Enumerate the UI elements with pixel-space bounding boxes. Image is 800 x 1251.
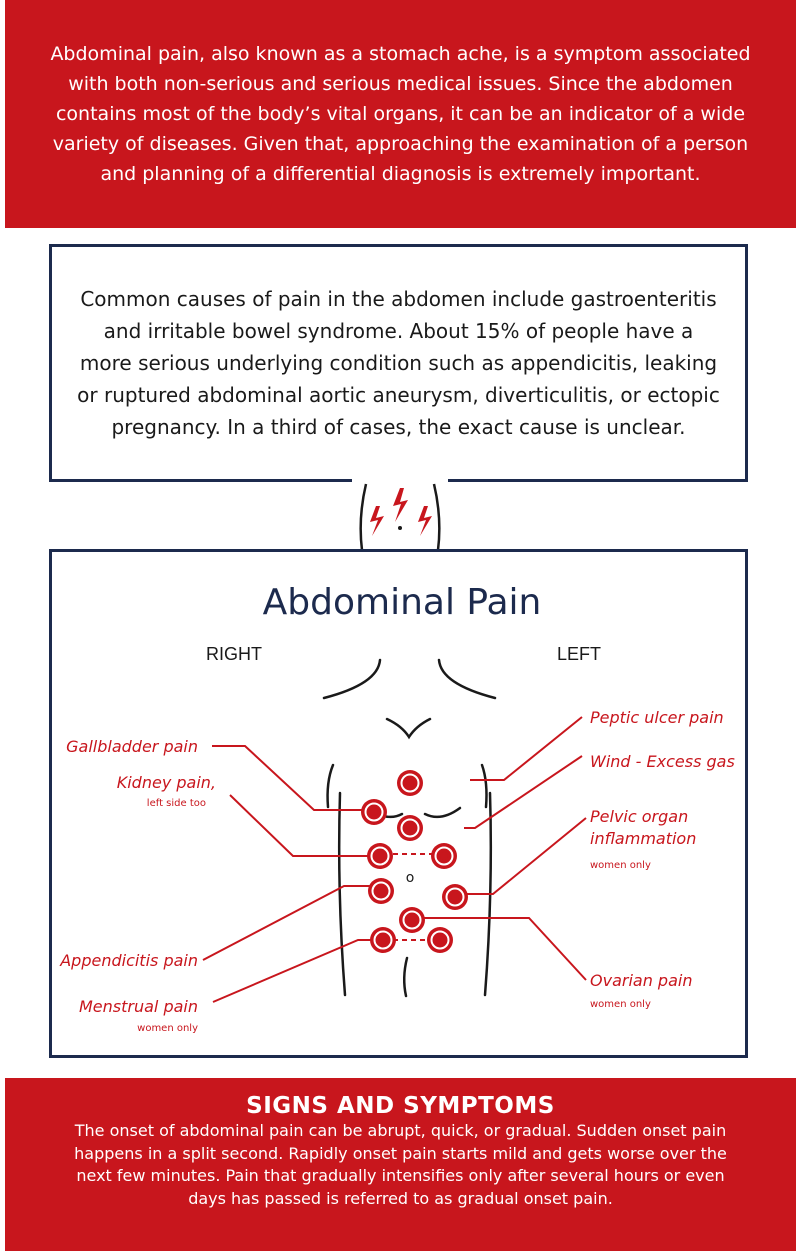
label-wind: Wind - Excess gas [590,752,735,771]
label-pelvic-line1: Pelvic organ [590,807,688,826]
pain-marker-menstrual-right [370,927,396,953]
collarbone [385,717,432,740]
label-peptic: Peptic ulcer pain [590,708,724,727]
diagram-title: Abdominal Pain [263,582,542,623]
leader-peptic [470,716,583,781]
pain-marker-wind [397,815,423,841]
pain-spark-decoration [352,478,448,554]
lightning-icon [393,488,408,522]
connector-dashes [393,853,432,941]
side-label-left: LEFT [557,644,601,664]
causes-box: Common causes of pain in the abdomen inc… [49,244,748,482]
label-pelvic-line2: inflammation [590,829,696,848]
label-appendicitis: Appendicitis pain [59,951,198,970]
label-menstrual: Menstrual pain [79,997,198,1016]
lightning-icon [370,506,384,536]
leader-appendicitis [202,885,372,961]
label-menstrual-note: women only [137,1023,198,1034]
label-kidney: Kidney pain, [117,773,216,792]
navel: o [406,870,415,886]
leader-ovarian [424,917,587,981]
intro-text: Abdominal pain, also known as a stomach … [50,43,751,185]
chest-right [326,763,335,809]
waist-right [337,791,347,997]
leader-wind [464,755,583,829]
diagram-box: Abdominal Pain RIGHT LEFT o [49,549,748,1058]
abdomen-diagram: Abdominal Pain RIGHT LEFT o [59,582,735,1034]
label-kidney-note: left side too [147,798,206,809]
shoulder-right [322,658,382,700]
label-gallbladder: Gallbladder pain [66,737,198,756]
groin-line [403,956,409,998]
neck-left-line [359,483,368,551]
pain-marker-gallbladder [361,799,387,825]
signs-title: SIGNS AND SYMPTOMS [246,1093,555,1119]
neck-right-line [432,483,441,551]
leader-pelvic [467,817,587,895]
pain-marker-peptic [397,770,423,796]
leader-lines [202,716,587,1003]
leader-gallbladder [212,745,368,811]
label-pelvic-note: women only [590,860,651,871]
pain-markers [361,770,468,953]
pain-marker-kidney-left [431,843,457,869]
pain-marker-pelvic [442,884,468,910]
side-label-right: RIGHT [206,644,262,664]
signs-banner: SIGNS AND SYMPTOMS The onset of abdomina… [5,1078,796,1251]
lightning-icon [418,506,432,536]
leader-kidney [229,794,378,857]
label-ovarian-note: women only [590,999,651,1010]
pain-marker-appendicitis [368,878,394,904]
label-ovarian: Ovarian pain [590,971,692,990]
pain-marker-ovarian [399,907,425,933]
spark-dot [398,526,402,530]
shoulder-left [437,658,497,700]
intro-banner: Abdominal pain, also known as a stomach … [5,0,796,228]
chest-left [480,763,488,809]
leader-menstrual [212,939,378,1003]
causes-text: Common causes of pain in the abdomen inc… [77,287,720,439]
signs-text: The onset of abdominal pain can be abrup… [74,1121,727,1208]
pain-marker-kidney-right [367,843,393,869]
rib-line-left [423,806,462,819]
pain-marker-menstrual-left [427,927,453,953]
